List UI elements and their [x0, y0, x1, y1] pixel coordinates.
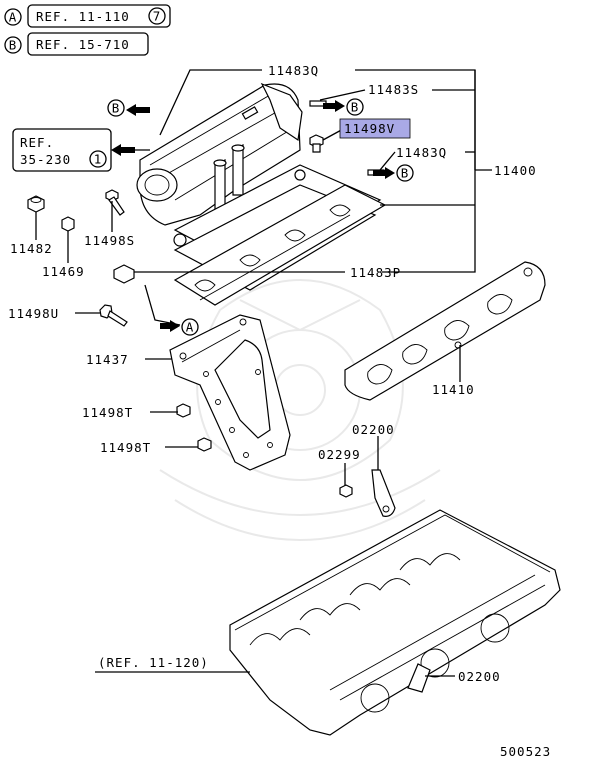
callout-a[interactable]: A — [181, 318, 199, 336]
label-02200-top[interactable]: 02200 — [352, 422, 395, 437]
bolt-11498v[interactable] — [309, 134, 324, 153]
callout-b-upper[interactable]: B — [346, 98, 364, 116]
label-11410[interactable]: 11410 — [432, 382, 475, 397]
leader-lines — [35, 69, 492, 677]
label-11483q-top[interactable]: 11483Q — [268, 63, 319, 78]
circle-letter-b: B — [9, 38, 18, 53]
label-11498v[interactable]: 11498V — [344, 121, 395, 136]
callout-b-right[interactable]: B — [396, 164, 414, 182]
svg-text:B: B — [401, 166, 410, 181]
label-11483s[interactable]: 11483S — [368, 82, 419, 97]
bolt-11498t-lower[interactable] — [197, 437, 212, 452]
svg-text:B: B — [351, 100, 360, 115]
label-11498s[interactable]: 11498S — [84, 233, 135, 248]
reference-b-text: REF. 15-710 — [36, 37, 130, 52]
svg-text:A: A — [186, 320, 195, 335]
intake-gasket[interactable] — [344, 261, 546, 401]
bolt-11498t-upper[interactable] — [176, 403, 191, 418]
label-11498t-lower[interactable]: 11498T — [100, 440, 151, 455]
reference-box-35-230[interactable]: REF. 35-230 1 — [12, 128, 112, 172]
label-02200-bottom[interactable]: 02200 — [458, 669, 501, 684]
nut-11482[interactable] — [27, 195, 45, 213]
label-11483p[interactable]: 11483P — [350, 265, 401, 280]
ref-box-index: 1 — [94, 152, 103, 167]
ref-box-line1: REF. — [20, 135, 54, 150]
intake-manifold[interactable] — [136, 82, 387, 306]
reference-a-index: 7 — [153, 9, 162, 24]
label-ref-11-120[interactable]: (REF. 11-120) — [98, 655, 209, 670]
reference-a[interactable]: A REF. 11-110 7 — [4, 4, 171, 28]
label-02299[interactable]: 02299 — [318, 447, 361, 462]
label-11482[interactable]: 11482 — [10, 241, 53, 256]
manifold-bracket[interactable] — [169, 314, 291, 471]
callout-b-left[interactable]: B — [107, 99, 125, 117]
label-11483q-right[interactable]: 11483Q — [396, 145, 447, 160]
svg-text:B: B — [112, 101, 121, 116]
arrows — [111, 100, 395, 332]
label-11498t-upper[interactable]: 11498T — [82, 405, 133, 420]
reference-b[interactable]: B REF. 15-710 — [4, 32, 149, 56]
stud-11483p[interactable] — [113, 264, 135, 284]
bolt-11498s[interactable] — [105, 189, 125, 216]
highlight-11498v — [339, 118, 411, 139]
diagram-number: 500523 — [500, 744, 551, 759]
washer-11469[interactable] — [61, 216, 75, 232]
circle-letter-a: A — [9, 10, 18, 25]
label-11400[interactable]: 11400 — [494, 163, 537, 178]
ref-box-line2: 35-230 — [20, 152, 71, 167]
reference-a-text: REF. 11-110 — [36, 9, 130, 24]
bolt-11498u[interactable] — [99, 304, 128, 327]
label-11498u[interactable]: 11498U — [8, 306, 59, 321]
watermark-emblem — [159, 279, 441, 541]
label-11437[interactable]: 11437 — [86, 352, 129, 367]
label-11469[interactable]: 11469 — [42, 264, 85, 279]
bolt-02299[interactable] — [339, 484, 353, 498]
part-labels: 11483Q 11483S 11498V 11483Q 11400 11482 … — [8, 63, 537, 684]
hanger-02200[interactable] — [371, 469, 396, 517]
cylinder-head[interactable] — [229, 509, 561, 736]
